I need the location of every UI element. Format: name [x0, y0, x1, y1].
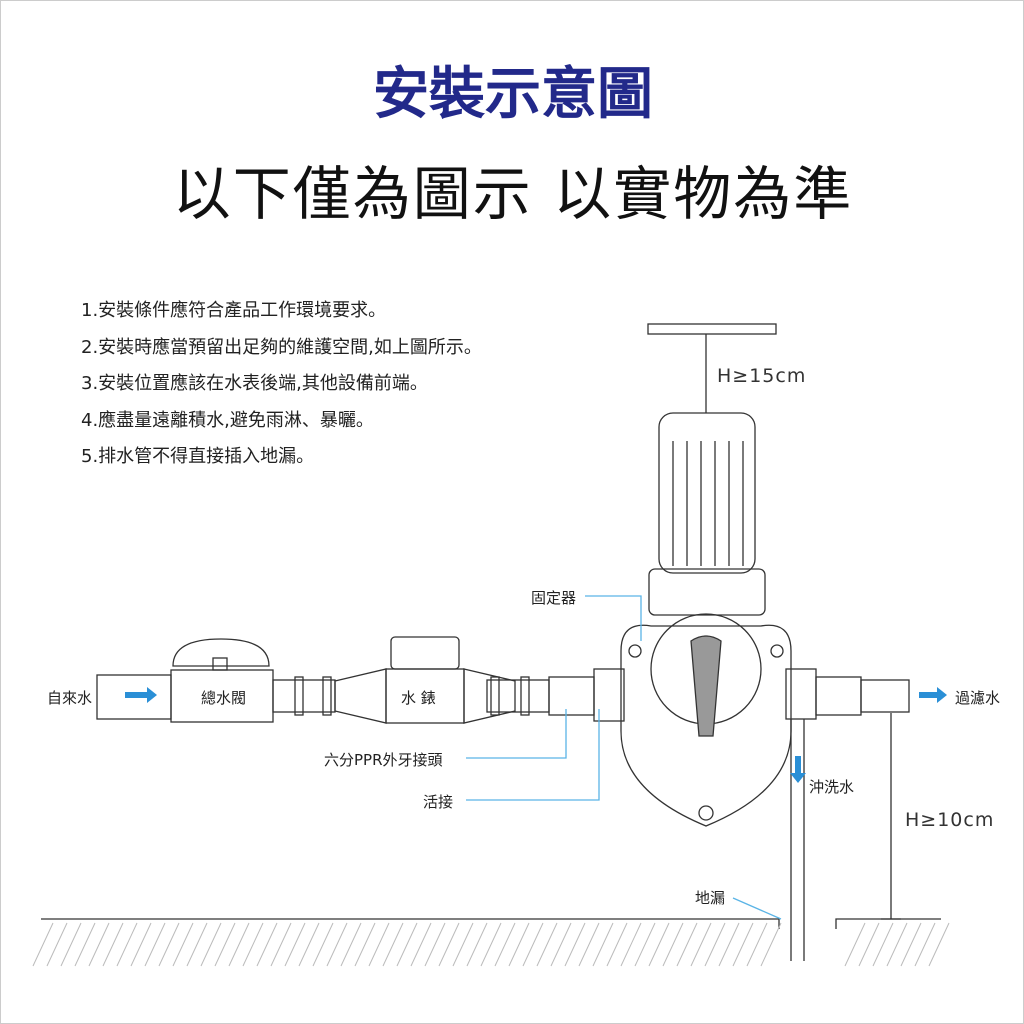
note-item: 5.排水管不得直接插入地漏。 — [81, 446, 315, 467]
fixer-label: 固定器 — [531, 589, 577, 607]
valve-handle — [172, 638, 270, 667]
ppr-label: 六分PPR外牙接頭 — [324, 751, 443, 769]
bottom-clearance-label: H≥10cm — [905, 809, 995, 831]
subtitle: 以下僅為圖示 以實物為準 — [172, 160, 854, 228]
pipe-segment — [272, 679, 336, 713]
pipe-ring — [294, 676, 304, 716]
page-title: 安裝示意圖 — [373, 62, 653, 127]
pipe-ring — [322, 676, 332, 716]
pipe-ring — [520, 676, 530, 716]
filter-housing — [658, 412, 756, 574]
filter-ring-nut — [648, 568, 766, 616]
union-label: 活接 — [423, 793, 454, 811]
outlet-arrow-icon — [919, 687, 947, 703]
installation-notes: 1.安裝條件應符合產品工作環境要求。 2.安裝時應當預留出足夠的維護空間,如上圖… — [81, 293, 482, 476]
valve-stem — [212, 657, 228, 671]
main-valve-label: 總水閥 — [201, 689, 247, 707]
clearance-plate — [647, 323, 777, 335]
pipe-segment — [486, 679, 550, 713]
outlet-pipe — [860, 679, 910, 713]
outlet-label: 過濾水 — [955, 689, 1001, 707]
outlet-adapter — [815, 676, 862, 716]
screw-bottom — [698, 805, 714, 821]
note-item: 3.安裝位置應該在水表後端,其他設備前端。 — [81, 373, 428, 394]
floor-hatching — [32, 922, 950, 967]
screw-left — [628, 644, 642, 658]
note-item: 4.應盡量遠離積水,避免雨淋、暴曬。 — [81, 409, 374, 431]
meter-cone-right — [463, 668, 516, 724]
drain-label: 地漏 — [695, 889, 726, 907]
flow-arrows — [125, 687, 947, 783]
flush-arrow-icon — [790, 756, 806, 783]
screw-right — [770, 644, 784, 658]
leader-lines — [466, 595, 642, 801]
note-item: 2.安裝時應當預留出足夠的維護空間,如上圖所示。 — [81, 336, 482, 358]
inlet-arrow-icon — [125, 687, 157, 703]
filter-ribs — [672, 441, 744, 566]
water-meter-head — [390, 636, 460, 670]
pipe-ring — [490, 676, 500, 716]
ppr-adapter — [548, 676, 595, 716]
valve-head — [620, 624, 792, 827]
meter-label: 水 錶 — [401, 689, 436, 707]
control-handle — [690, 635, 722, 737]
flush-label: 沖洗水 — [809, 778, 855, 796]
top-clearance-label: H≥15cm — [717, 365, 807, 387]
meter-cone-left — [334, 668, 387, 724]
note-item: 1.安裝條件應符合產品工作環境要求。 — [81, 300, 387, 321]
floor-line — [41, 918, 941, 929]
inlet-label: 自來水 — [47, 689, 93, 707]
drain-leader — [732, 897, 782, 920]
union-fitting — [593, 668, 625, 722]
